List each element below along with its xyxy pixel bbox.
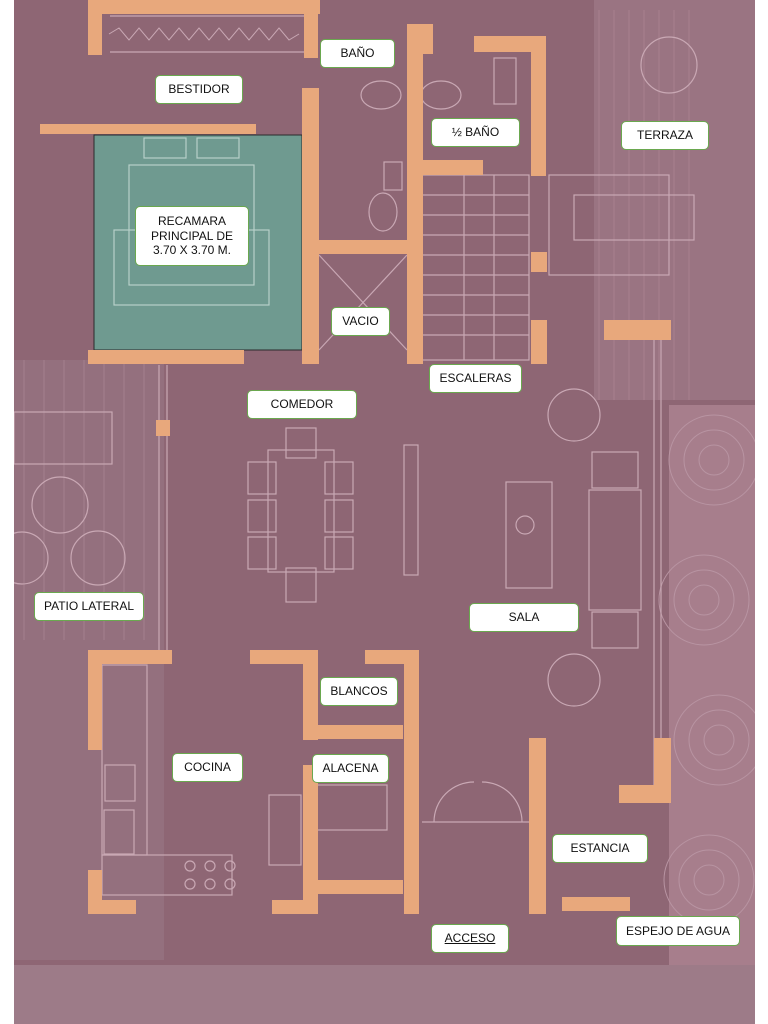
- floor-plan: BESTIDOR BAÑO ½ BAÑO TERRAZA RECAMARA PR…: [14, 0, 755, 1024]
- label-bano: BAÑO: [320, 39, 395, 68]
- water-mirror-area: [669, 405, 755, 965]
- label-comedor: COMEDOR: [247, 390, 357, 419]
- label-terraza: TERRAZA: [621, 121, 709, 150]
- water-pattern: [658, 414, 755, 926]
- label-vacio: VACIO: [331, 307, 390, 336]
- label-sala: SALA: [469, 603, 579, 632]
- walls: [40, 0, 671, 914]
- furniture: [14, 15, 698, 896]
- label-alacena: ALACENA: [312, 754, 389, 783]
- label-bestidor: BESTIDOR: [155, 75, 243, 104]
- closet-rack: [108, 27, 300, 41]
- label-cocina: COCINA: [172, 753, 243, 782]
- label-recamara: RECAMARA PRINCIPAL DE 3.70 X 3.70 M.: [135, 206, 249, 266]
- label-patio-lateral: PATIO LATERAL: [34, 592, 144, 621]
- label-estancia: ESTANCIA: [552, 834, 648, 863]
- label-acceso: ACCESO: [431, 924, 509, 953]
- bottom-strip: [14, 965, 755, 1024]
- label-escaleras: ESCALERAS: [429, 364, 522, 393]
- floor-plan-drawing: [14, 0, 755, 1024]
- label-medio-bano: ½ BAÑO: [431, 118, 520, 147]
- label-espejo-agua: ESPEJO DE AGUA: [616, 916, 740, 946]
- bed: [113, 137, 270, 306]
- label-blancos: BLANCOS: [320, 677, 398, 706]
